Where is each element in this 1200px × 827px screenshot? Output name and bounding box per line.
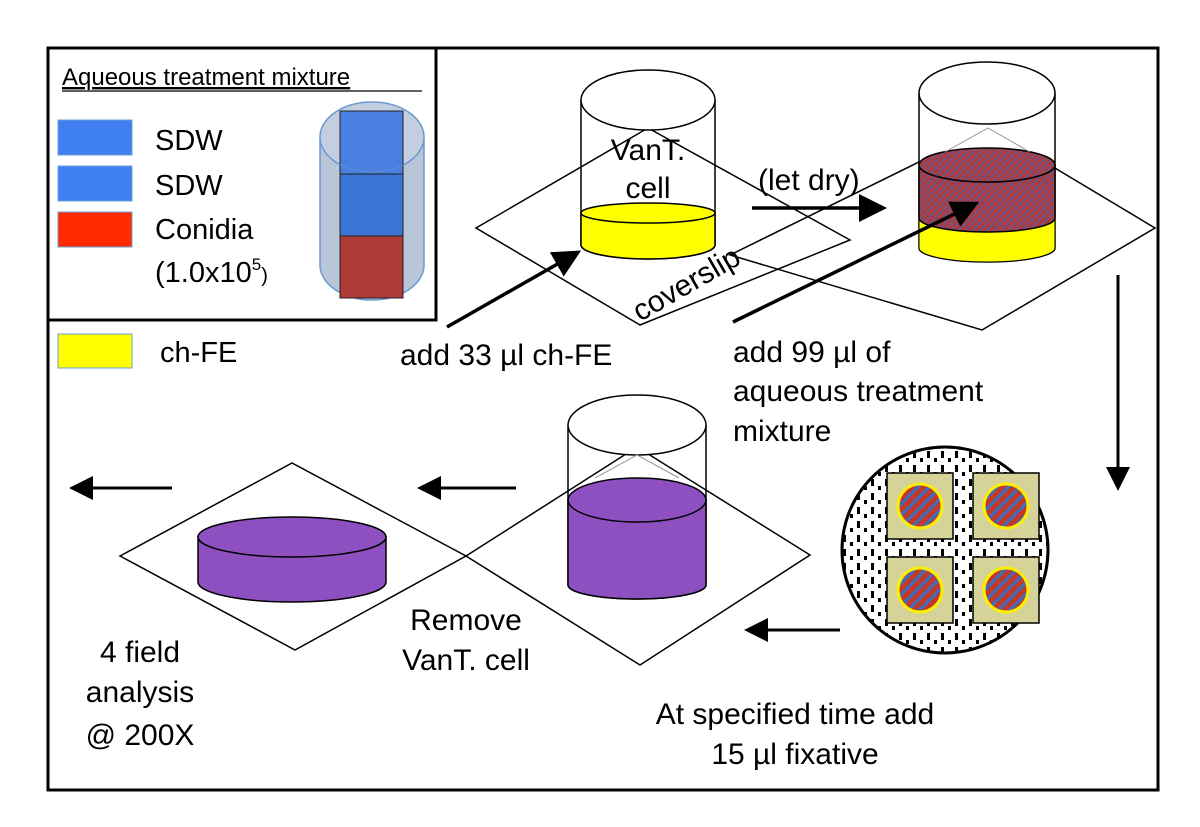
legend-title: Aqueous treatment mixture xyxy=(62,64,350,91)
legend-swatch-sdw-2 xyxy=(57,165,133,202)
step-analysis: 4 field analysis @ 200X xyxy=(69,462,468,752)
field-square xyxy=(972,556,1040,624)
step-add-chfe: VanT. cell coverslip add 33 µl ch-FE xyxy=(400,69,852,372)
add-aqueous-label-2: aqueous treatment xyxy=(733,375,984,408)
dried-mixture-layer xyxy=(918,147,1056,183)
step-remove-cell: Remove VanT. cell xyxy=(402,394,812,677)
fixed-sample-disc xyxy=(197,516,387,558)
remove-label-2: VanT. cell xyxy=(402,644,530,677)
field-square xyxy=(886,472,954,540)
field-square xyxy=(972,472,1040,540)
analysis-label-1: 4 field xyxy=(100,636,180,669)
let-dry-label: (let dry) xyxy=(758,164,860,197)
arrow-add-aqueous xyxy=(732,201,980,324)
analysis-label-3: @ 200X xyxy=(86,719,195,752)
legend-label-sdw-2: SDW xyxy=(155,170,223,202)
legend: Aqueous treatment mixture SDW SDW Conidi… xyxy=(46,46,438,369)
step-add-aqueous: (let dry) add 99 µl of aqueous treatment… xyxy=(727,61,1157,491)
field-square xyxy=(886,556,954,624)
mixture-tube-icon xyxy=(319,101,425,301)
analysis-label-2: analysis xyxy=(86,676,194,709)
legend-swatch-conidia xyxy=(57,211,133,248)
fixative-label-1: At specified time add xyxy=(656,698,934,731)
vant-cell-label-2: cell xyxy=(625,172,670,205)
add-aqueous-label-3: mixture xyxy=(733,415,831,448)
legend-swatch-sdw-1 xyxy=(57,119,133,156)
vant-cell-label: VanT. xyxy=(611,134,686,167)
legend-label-chfe: ch-FE xyxy=(160,337,237,369)
legend-label-conidia: Conidia xyxy=(155,214,254,246)
legend-swatch-chfe xyxy=(57,333,133,369)
remove-label-1: Remove xyxy=(410,604,522,637)
legend-label-sdw-1: SDW xyxy=(155,125,223,157)
add-chfe-label: add 33 µl ch-FE xyxy=(400,339,612,372)
add-aqueous-label-1: add 99 µl of xyxy=(733,336,891,369)
legend-conidia-count: (1.0x105) xyxy=(155,255,268,289)
coverslip-2 xyxy=(727,127,1157,331)
fixative-label-2: 15 µl fixative xyxy=(711,738,878,771)
step-fixative: At specified time add 15 µl fixative xyxy=(656,445,1050,771)
arrow-add-chfe xyxy=(446,250,582,329)
